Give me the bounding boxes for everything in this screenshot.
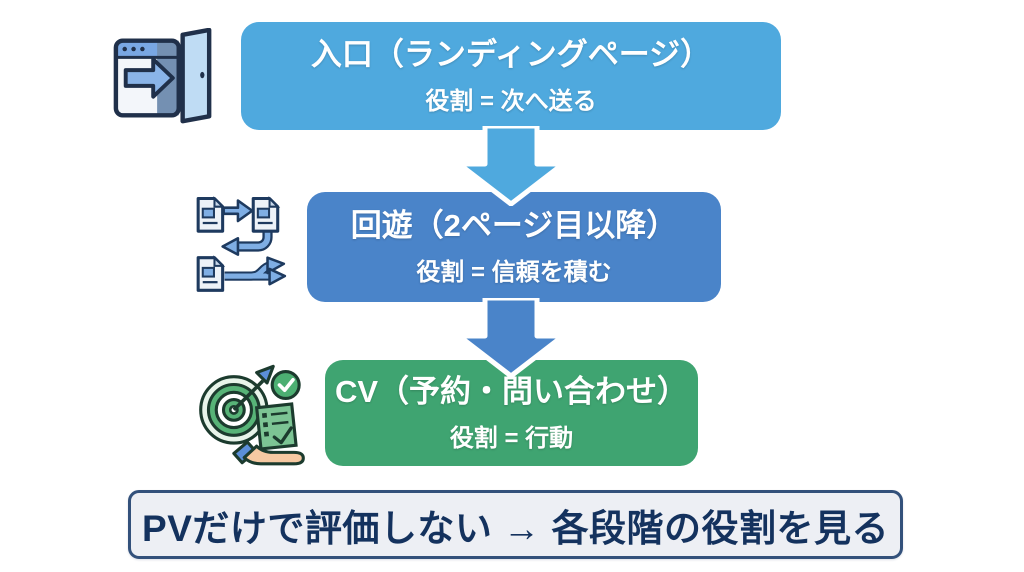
step-title: 入口（ランディングページ） bbox=[310, 37, 712, 73]
key-message-text: PVだけで評価しない → 各段階の役割を見る bbox=[142, 507, 889, 549]
document-glyph bbox=[251, 196, 281, 233]
down-arrow-icon bbox=[456, 298, 566, 378]
step-subtitle: 役割 = 次へ送る bbox=[425, 87, 597, 115]
page-flow-icon bbox=[196, 196, 287, 292]
down-arrow-icon bbox=[456, 126, 566, 206]
down-arrow-shape bbox=[456, 298, 566, 378]
step-box-entry: 入口（ランディングページ） 役割 = 次へ送る bbox=[241, 22, 781, 130]
step-subtitle: 役割 = 行動 bbox=[449, 424, 574, 452]
document-glyph bbox=[196, 196, 226, 233]
document-glyph bbox=[196, 255, 226, 292]
checklist-glyph bbox=[254, 402, 298, 451]
key-message-banner: PVだけで評価しない → 各段階の役割を見る bbox=[128, 490, 903, 559]
target-checklist-icon bbox=[199, 364, 305, 466]
step-title: CV（予約・問い合わせ） bbox=[334, 374, 689, 410]
step-title: 回遊（2ページ目以降） bbox=[350, 208, 678, 244]
step-subtitle: 役割 = 信頼を積む bbox=[416, 258, 612, 286]
browser-exit-door-icon bbox=[113, 28, 212, 124]
step-box-circulation: 回遊（2ページ目以降） 役割 = 信頼を積む bbox=[307, 192, 721, 302]
hand-glyph bbox=[242, 444, 305, 466]
step-box-cv: CV（予約・問い合わせ） 役割 = 行動 bbox=[325, 360, 698, 466]
down-arrow-shape bbox=[456, 126, 566, 206]
